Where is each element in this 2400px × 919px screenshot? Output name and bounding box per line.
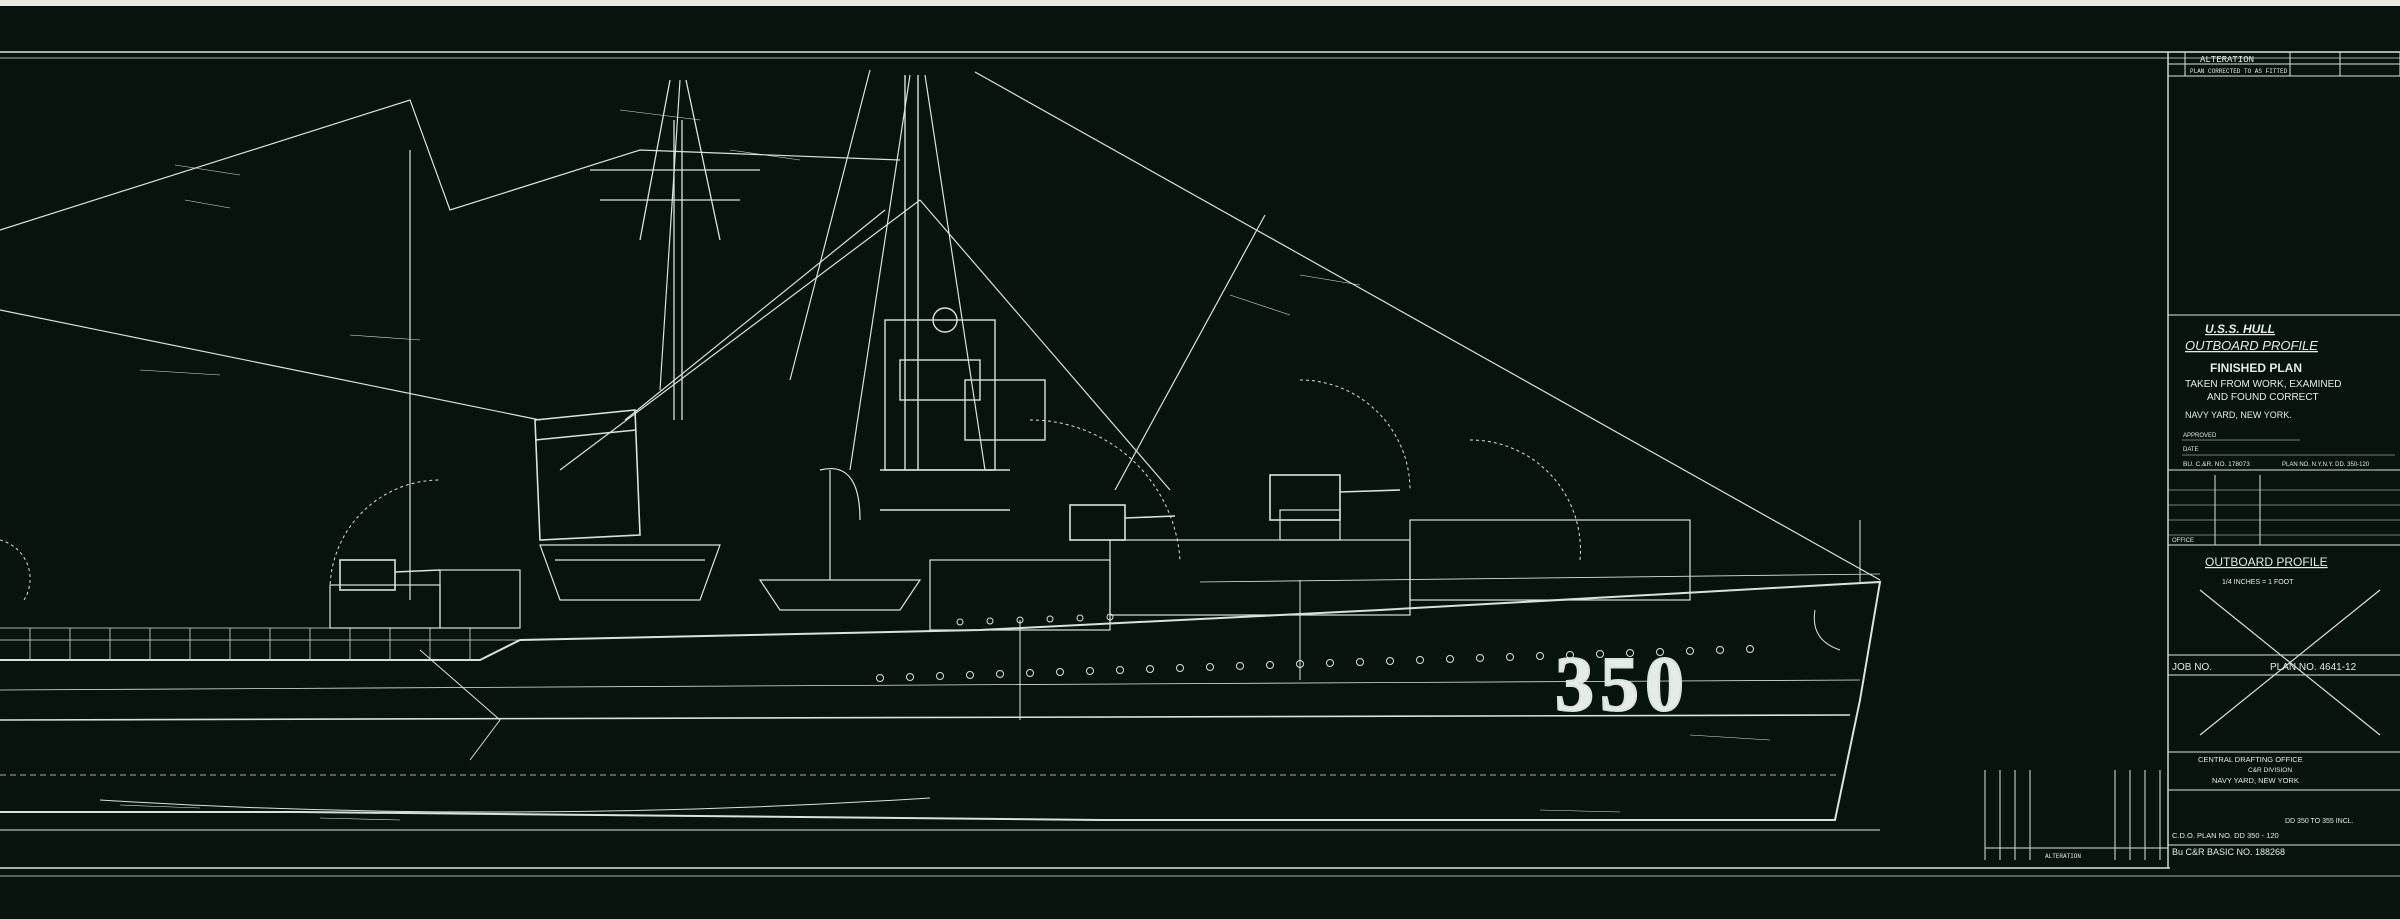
title-division: C&R DIVISION (2248, 767, 2292, 774)
title-basic-no: Bu C&R BASIC NO. 188268 (2172, 847, 2285, 857)
lifeboat (539, 468, 922, 611)
rigging-lines (0, 69, 1881, 600)
revision-entry: PLAN CORRECTED TO AS FITTED (2190, 68, 2288, 75)
bottom-revision-strip (1984, 770, 2168, 860)
title-bu-number: BU. C.&R. NO. 178073 (2183, 461, 2250, 468)
gun-mounts (339, 474, 1401, 591)
title-status: FINISHED PLAN (2210, 361, 2302, 375)
hull-outline (0, 580, 1882, 821)
ship-profile (0, 69, 1882, 831)
title-office-label: OFFICE (2172, 538, 2194, 544)
title-date-label: DATE (2183, 447, 2199, 453)
funnel (534, 409, 641, 541)
revision-block (2167, 51, 2400, 77)
bottom-strip-header: ALTERATION (2045, 853, 2081, 860)
annotation-leaders (119, 109, 1771, 821)
title-job-no: JOB NO. (2172, 662, 2212, 673)
title-yard: NAVY YARD, NEW YORK. (2185, 410, 2292, 420)
sweep-arcs (0, 379, 1581, 601)
title-class-plan: DD 350 TO 355 INCL. (2285, 818, 2354, 825)
title-drawing: OUTBOARD PROFILE (2185, 338, 2318, 353)
hull-number: 350 (1555, 640, 1690, 727)
revision-column-header: ALTERATION (2200, 55, 2254, 65)
title-cdo-plan: C.D.O. PLAN NO. DD 350 - 120 (2172, 831, 2279, 840)
title-ship: U.S.S. HULL (2205, 322, 2275, 336)
title-plan-ref: PLAN NO. N.Y.N.Y. DD. 350-120 (2282, 462, 2370, 468)
title-note-line2: AND FOUND CORRECT (2207, 392, 2319, 403)
blueprint-background (0, 6, 2400, 919)
paper-edge (0, 0, 2400, 6)
title-yard-repeat: NAVY YARD, NEW YORK (2212, 776, 2299, 785)
title-scale: 1/4 INCHES = 1 FOOT (2222, 579, 2294, 586)
railings (0, 573, 1881, 660)
title-drafting-office: CENTRAL DRAFTING OFFICE (2198, 755, 2303, 764)
drawing-border (0, 51, 2400, 877)
title-note-line1: TAKEN FROM WORK, EXAMINED (2185, 379, 2342, 390)
waterline (0, 714, 1851, 721)
title-block-frame (2168, 314, 2400, 846)
title-approved-label: APPROVED (2183, 433, 2217, 439)
title-plan-no: PLAN NO. 4641-12 (2270, 662, 2357, 673)
foremast (880, 75, 1046, 511)
mainmast (590, 79, 760, 420)
title-repeat: OUTBOARD PROFILE (2205, 555, 2328, 569)
hull-details (419, 520, 1861, 761)
